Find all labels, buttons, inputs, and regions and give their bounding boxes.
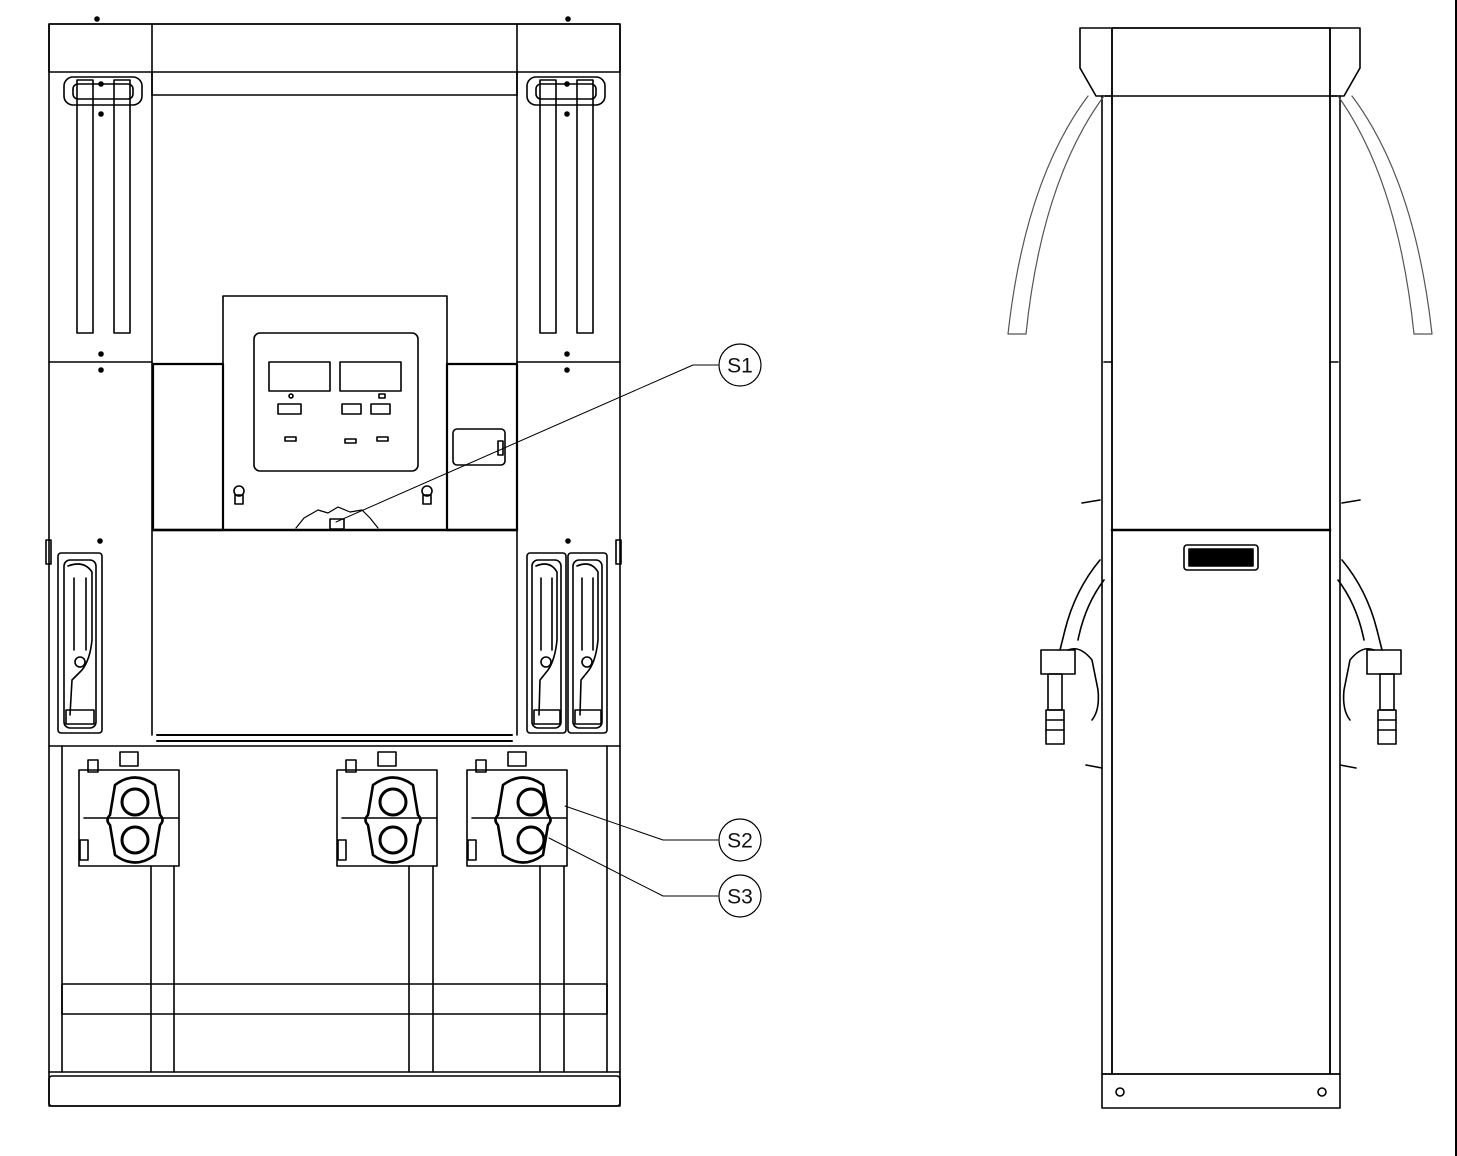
supply-pipes	[150, 865, 565, 1073]
front-cabinet-outline	[48, 23, 621, 1107]
pump-unit-2	[336, 751, 438, 867]
nozzle-left	[45, 538, 103, 734]
price-display-right	[339, 361, 402, 392]
pump-unit-1	[78, 751, 180, 867]
callout-s3-label: S3	[727, 886, 753, 909]
hose-hanger-right	[526, 76, 606, 373]
side-base	[1101, 1073, 1341, 1109]
key-lock-left-icon	[233, 485, 245, 505]
cross-beam	[61, 983, 608, 1015]
hose-arc-left	[1007, 95, 1105, 335]
right-border-line	[1455, 0, 1457, 1156]
callout-s1-label: S1	[727, 355, 753, 378]
front-view	[45, 16, 622, 1107]
display-panel	[253, 332, 419, 472]
pump-unit-3	[466, 751, 568, 867]
nozzle-right-2	[565, 538, 622, 734]
callout-s3: S3	[718, 874, 762, 918]
price-display-left	[268, 361, 331, 392]
nozzle-right-1	[526, 552, 567, 734]
side-nozzle-right	[1337, 499, 1402, 769]
side-vent	[1183, 544, 1259, 571]
callout-s2-label: S2	[727, 830, 753, 853]
side-view	[1007, 27, 1433, 1109]
display-head	[151, 295, 519, 532]
front-base	[48, 1075, 621, 1107]
hose-arc-right	[1337, 95, 1433, 335]
key-lock-right-icon	[421, 485, 433, 505]
front-canopy	[48, 16, 621, 96]
callout-s1: S1	[718, 343, 762, 387]
side-nozzle-left	[1040, 499, 1105, 769]
hose-hanger-left	[63, 76, 143, 373]
card-reader-slot	[452, 428, 506, 466]
callout-s2: S2	[718, 818, 762, 862]
callout-leaders	[335, 364, 719, 897]
